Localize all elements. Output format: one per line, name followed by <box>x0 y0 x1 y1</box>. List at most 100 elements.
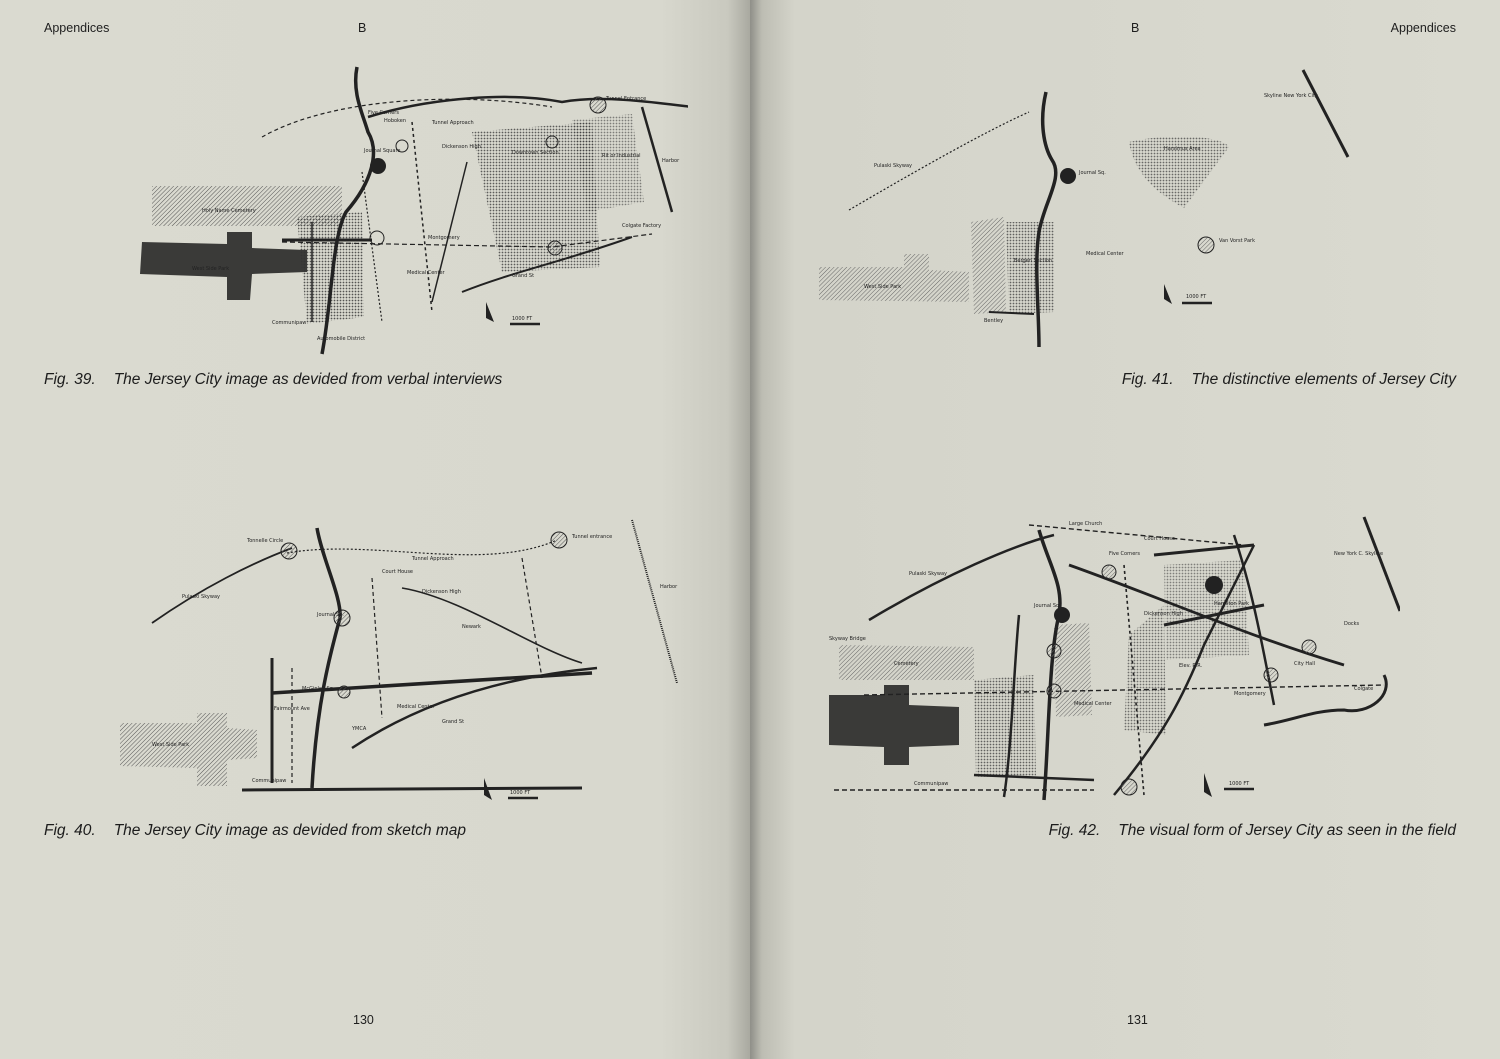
fig41-roads <box>848 69 1350 348</box>
fig41-labels: Pulaski Skyway Journal Sq. Skyline New Y… <box>864 93 1318 324</box>
downtown-area <box>472 122 600 272</box>
svg-text:Pulaski Skyway: Pulaski Skyway <box>182 594 220 600</box>
fig39-number: Fig. 39. <box>44 371 96 388</box>
fig42-map: Pulaski Skyway Skyway Bridge Court House… <box>824 515 1400 807</box>
svg-text:West Side Park: West Side Park <box>192 266 229 272</box>
svg-text:McGinley Sq.: McGinley Sq. <box>302 686 335 692</box>
svg-text:1000 FT: 1000 FT <box>510 790 531 796</box>
fig41-caption-text: The distinctive elements of Jersey City <box>1191 371 1456 388</box>
bergen-area <box>297 212 364 324</box>
industrial-area <box>572 114 644 212</box>
svg-text:Harbor: Harbor <box>660 584 678 590</box>
svg-text:Skyway Bridge: Skyway Bridge <box>829 636 866 642</box>
svg-text:Five Corners: Five Corners <box>1109 551 1140 557</box>
svg-text:Tunnel Approach: Tunnel Approach <box>431 120 474 126</box>
svg-text:Tunnel Approach: Tunnel Approach <box>411 556 454 562</box>
svg-text:1000 FT: 1000 FT <box>1229 781 1250 787</box>
fig39-districts <box>140 114 644 324</box>
running-header-left: Appendices <box>44 21 110 35</box>
svg-text:Tunnel Entrance: Tunnel Entrance <box>605 96 646 102</box>
right-page: B Appendices <box>750 0 1500 1059</box>
west-side-park-area <box>120 713 257 786</box>
svg-text:Automobile District: Automobile District <box>317 336 365 342</box>
west-side-park-dark-area <box>829 685 959 765</box>
svg-text:1000 FT: 1000 FT <box>512 316 533 322</box>
svg-text:Journal Sq.: Journal Sq. <box>1078 170 1106 176</box>
page-number-right: 131 <box>1127 1013 1148 1027</box>
svg-text:Medical Center: Medical Center <box>1074 701 1113 707</box>
fig39-caption: Fig. 39. The Jersey City image as devided… <box>44 371 502 389</box>
fig40-roads <box>151 527 598 792</box>
harbor-line <box>631 519 678 684</box>
fig41-number: Fig. 41. <box>1121 371 1174 388</box>
svg-text:Grand St: Grand St <box>442 719 464 725</box>
fig39-nodes <box>369 96 607 256</box>
fig41-north-arrow <box>1164 284 1212 305</box>
svg-text:New York C. Skyline: New York C. Skyline <box>1334 551 1383 557</box>
svg-text:Fairmount Ave: Fairmount Ave <box>274 706 310 712</box>
svg-text:Pulaski Skyway: Pulaski Skyway <box>874 163 912 169</box>
running-header-right: Appendices <box>1390 21 1456 35</box>
svg-text:Journal Sq.: Journal Sq. <box>1033 603 1061 609</box>
svg-text:Journal Square: Journal Square <box>363 148 400 154</box>
svg-text:YMCA: YMCA <box>351 726 367 732</box>
svg-text:Communipaw: Communipaw <box>252 778 286 784</box>
svg-text:Medical Center: Medical Center <box>397 704 436 710</box>
fig41-nodes <box>1060 168 1215 254</box>
svg-text:Docks: Docks <box>1344 621 1360 627</box>
svg-text:Harsimus Area: Harsimus Area <box>1164 146 1201 152</box>
svg-text:City Hall: City Hall <box>1294 661 1315 667</box>
svg-text:Harbor: Harbor <box>662 158 680 164</box>
svg-text:West Side Park: West Side Park <box>152 742 189 748</box>
cemetery-area <box>839 645 974 680</box>
svg-text:Downtown Section: Downtown Section <box>512 150 559 156</box>
fig39-roads <box>261 66 688 355</box>
fig42-caption-text: The visual form of Jersey City as seen i… <box>1118 822 1456 839</box>
fig39-north-arrow <box>486 302 540 326</box>
svg-text:Dickenson High: Dickenson High <box>442 144 481 150</box>
svg-text:Montgomery: Montgomery <box>1234 691 1266 697</box>
svg-text:Dickenson High: Dickenson High <box>1144 611 1183 617</box>
svg-text:Grand St: Grand St <box>512 273 534 279</box>
svg-text:Colgate: Colgate <box>1354 686 1373 692</box>
hamilton-park-dot <box>1205 576 1223 594</box>
svg-text:Skyline New York City: Skyline New York City <box>1264 93 1318 99</box>
west-side-park-area <box>140 232 307 300</box>
svg-text:Court House: Court House <box>1144 536 1175 542</box>
page-number-left: 130 <box>353 1013 374 1027</box>
section-letter: B <box>358 21 367 35</box>
svg-text:Medical Center: Medical Center <box>1086 251 1125 257</box>
hamilton-park-area <box>1164 560 1249 660</box>
mid-strip <box>1054 623 1092 717</box>
west-side-park-area <box>819 254 969 302</box>
svg-text:Five Corners: Five Corners <box>368 110 399 116</box>
svg-text:Court House: Court House <box>382 569 413 575</box>
svg-text:Holy Name Cemetery: Holy Name Cemetery <box>202 208 256 214</box>
fig40-nodes <box>280 531 568 699</box>
fig40-map: Tonnelle Circle Tunnel Approach Tunnel e… <box>112 518 694 808</box>
harsimus-area <box>1129 136 1229 208</box>
harsimus-area <box>1124 605 1166 735</box>
bergen-section-area <box>1006 222 1054 314</box>
left-west-strip <box>971 217 1006 314</box>
svg-text:Newark: Newark <box>462 624 481 630</box>
svg-text:Tonnelle Circle: Tonnelle Circle <box>246 538 283 544</box>
svg-text:West Side Park: West Side Park <box>864 284 901 290</box>
svg-text:Medical Center: Medical Center <box>407 270 446 276</box>
svg-text:Bentley: Bentley <box>984 318 1003 324</box>
fig39-map: Five Corners Hoboken Tunnel Approach Tun… <box>132 62 688 360</box>
fig39-caption-text: The Jersey City image as devided from ve… <box>113 371 503 388</box>
svg-text:1000 FT: 1000 FT <box>1186 294 1207 300</box>
svg-text:Hamilton Park: Hamilton Park <box>1214 601 1249 607</box>
svg-text:Pulaski Skyway: Pulaski Skyway <box>909 571 947 577</box>
fig41-map: Pulaski Skyway Journal Sq. Skyline New Y… <box>814 62 1354 356</box>
fig41-caption: Fig. 41. The distinctive elements of Jers… <box>1122 371 1456 389</box>
fig42-nodes <box>1046 564 1317 796</box>
fig42-north-arrow <box>1204 773 1254 797</box>
bergen-section-area <box>974 675 1036 777</box>
section-letter-right: B <box>1131 21 1140 35</box>
svg-text:Journal Sq.: Journal Sq. <box>316 612 344 618</box>
svg-text:Tunnel entrance: Tunnel entrance <box>571 534 612 540</box>
fig40-caption-text: The Jersey City image as devided from sk… <box>113 822 467 839</box>
svg-text:Van Vorst Park: Van Vorst Park <box>1219 238 1255 244</box>
